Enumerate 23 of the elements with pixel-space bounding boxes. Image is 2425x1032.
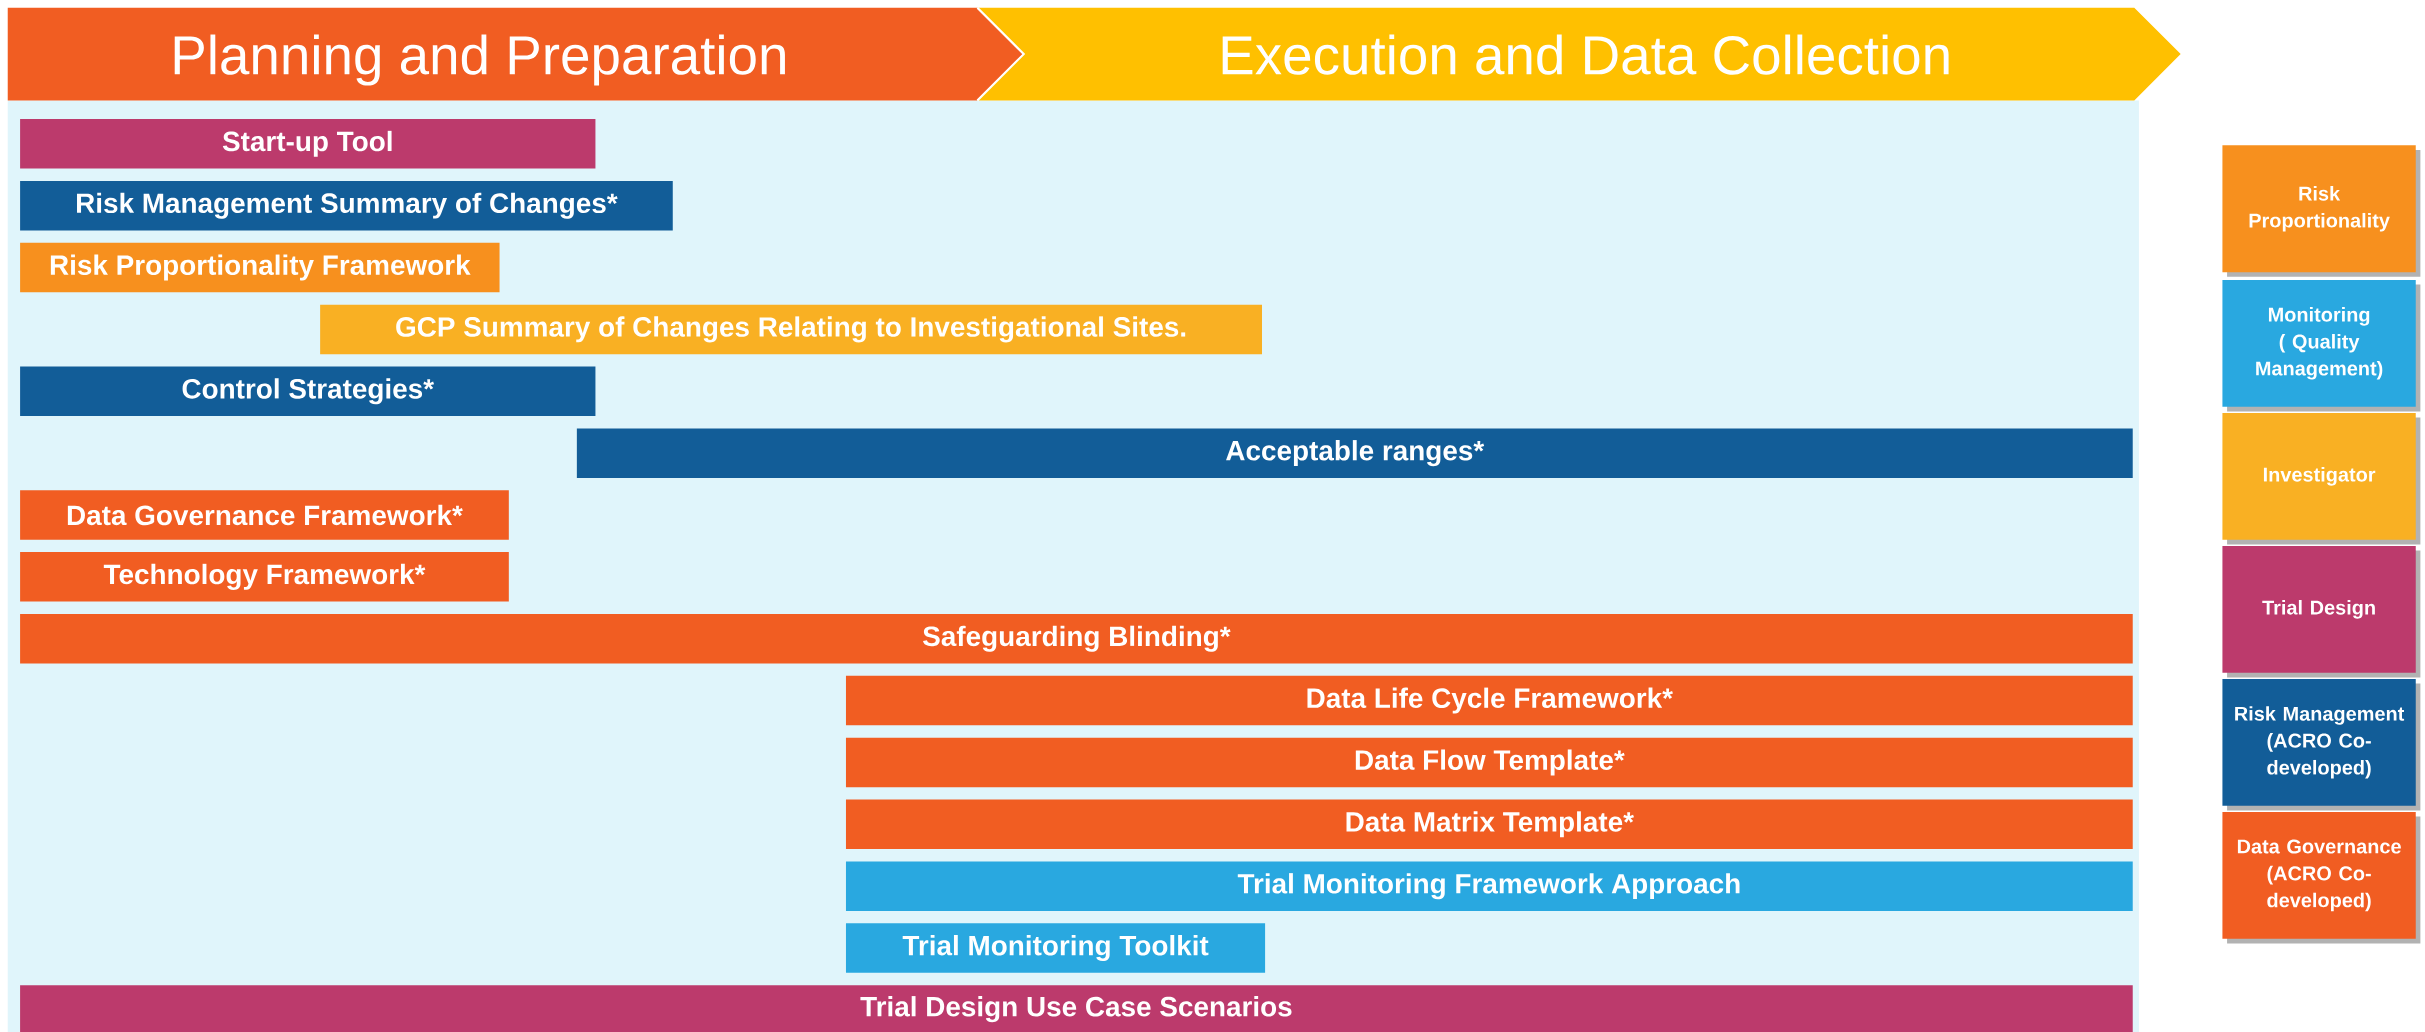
legend-box: Risk Proportionality	[2222, 145, 2421, 277]
legend-box: Monitoring ( Quality Management)	[2222, 279, 2421, 412]
legend-box: Investigator	[2222, 412, 2421, 545]
bar: GCP Summary of Changes Relating to Investigational Sites.	[320, 304, 1262, 355]
bar: Data Flow Template*	[845, 737, 2133, 788]
bar: Risk Management Summary of Changes*	[20, 180, 673, 231]
bar: Trial Monitoring Framework Approach	[845, 861, 2133, 911]
legend-box: Data Governance (ACRO Co-developed)	[2222, 811, 2421, 944]
legend-box: Trial Design	[2222, 545, 2421, 678]
legend-box: Risk Management (ACRO Co-developed)	[2222, 678, 2421, 811]
bar: Data Matrix Template*	[845, 799, 2133, 850]
bar: Safeguarding Blinding*	[20, 614, 2133, 664]
bar: Acceptable ranges*	[576, 428, 2133, 478]
bar: Data Life Cycle Framework*	[845, 675, 2133, 726]
bar: Data Governance Framework*	[20, 490, 509, 540]
bar: Trial Design Use Case Scenarios	[20, 985, 2133, 1032]
bar: Control Strategies*	[20, 366, 596, 416]
bar: Technology Framework*	[20, 552, 509, 602]
bar: Start-up Tool	[20, 119, 596, 169]
phase-header: Planning and Preparation	[7, 6, 1026, 102]
bar: Risk Proportionality Framework	[20, 242, 500, 293]
bar: Trial Monitoring Toolkit	[845, 923, 1266, 973]
phase-header: Execution and Data Collection	[976, 6, 2181, 102]
